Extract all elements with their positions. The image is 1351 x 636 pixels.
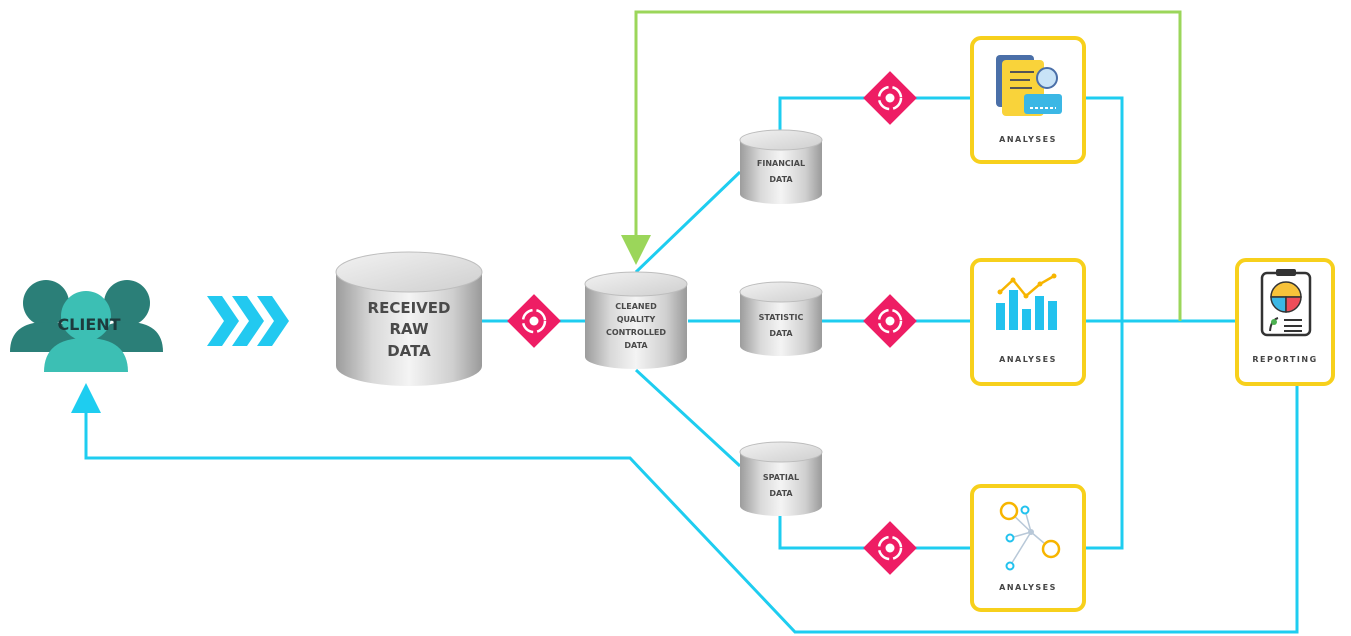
- network-nodes-icon: [999, 501, 1061, 571]
- process-gear-icon: [507, 294, 561, 348]
- connectors: [71, 96, 1299, 634]
- connector-reporting-to-client: [71, 383, 1299, 634]
- received-raw-data-label-1: RECEIVED: [368, 299, 451, 317]
- chevrons-arrow-icon: [207, 296, 289, 346]
- cleaned-data-label-4: DATA: [624, 341, 648, 350]
- process-gear-icon: [863, 521, 917, 575]
- connector-feedback-to-cleaned: [621, 10, 1182, 321]
- connector-cleaned-to-financial: [634, 170, 742, 274]
- financial-data-label-1: FINANCIAL: [757, 159, 805, 168]
- statistic-data-cylinder: STATISTIC DATA: [739, 281, 823, 356]
- cleaned-data-label-1: CLEANED: [615, 302, 657, 311]
- spatial-data-label-2: DATA: [769, 489, 793, 498]
- analyses-label-1: ANALYSES: [999, 135, 1057, 144]
- reporting-label: REPORTING: [1252, 355, 1317, 364]
- report-clipboard-icon: [1260, 269, 1312, 337]
- connector-analyses-1-to-bus: [1085, 96, 1124, 550]
- received-raw-data-cylinder: RECEIVED RAW DATA: [335, 251, 483, 386]
- process-gear-icon: [863, 294, 917, 348]
- cleaned-data-label-3: CONTROLLED: [606, 328, 666, 337]
- bar-line-chart-icon: [996, 273, 1057, 330]
- feedback-loop: [621, 10, 1182, 321]
- financial-data-label-2: DATA: [769, 175, 793, 184]
- received-raw-data-label-2: RAW: [389, 320, 428, 338]
- cleaned-data-cylinder: CLEANED QUALITY CONTROLLED DATA: [584, 271, 688, 369]
- statistic-data-label-1: STATISTIC: [759, 313, 804, 322]
- analyses-label-2: ANALYSES: [999, 355, 1057, 364]
- statistic-data-label-2: DATA: [769, 329, 793, 338]
- analyses-box-statistic: ANALYSES: [970, 258, 1086, 386]
- financial-data-cylinder: FINANCIAL DATA: [739, 129, 823, 204]
- spatial-data-cylinder: SPATIAL DATA: [739, 441, 823, 516]
- financial-document-icon: [996, 55, 1062, 116]
- spatial-data-label-1: SPATIAL: [763, 473, 799, 482]
- analyses-box-spatial: ANALYSES: [970, 484, 1086, 612]
- cleaned-data-label-2: QUALITY: [617, 315, 656, 324]
- process-gear-icon: [863, 71, 917, 125]
- received-raw-data-label-3: DATA: [387, 342, 431, 360]
- analyses-label-3: ANALYSES: [999, 583, 1057, 592]
- reporting-box: REPORTING: [1235, 258, 1335, 386]
- client-group-icon: CLIENT: [10, 280, 163, 372]
- client-label: CLIENT: [57, 315, 120, 334]
- connector-cleaned-to-spatial: [634, 368, 742, 468]
- analyses-box-financial: ANALYSES: [970, 36, 1086, 164]
